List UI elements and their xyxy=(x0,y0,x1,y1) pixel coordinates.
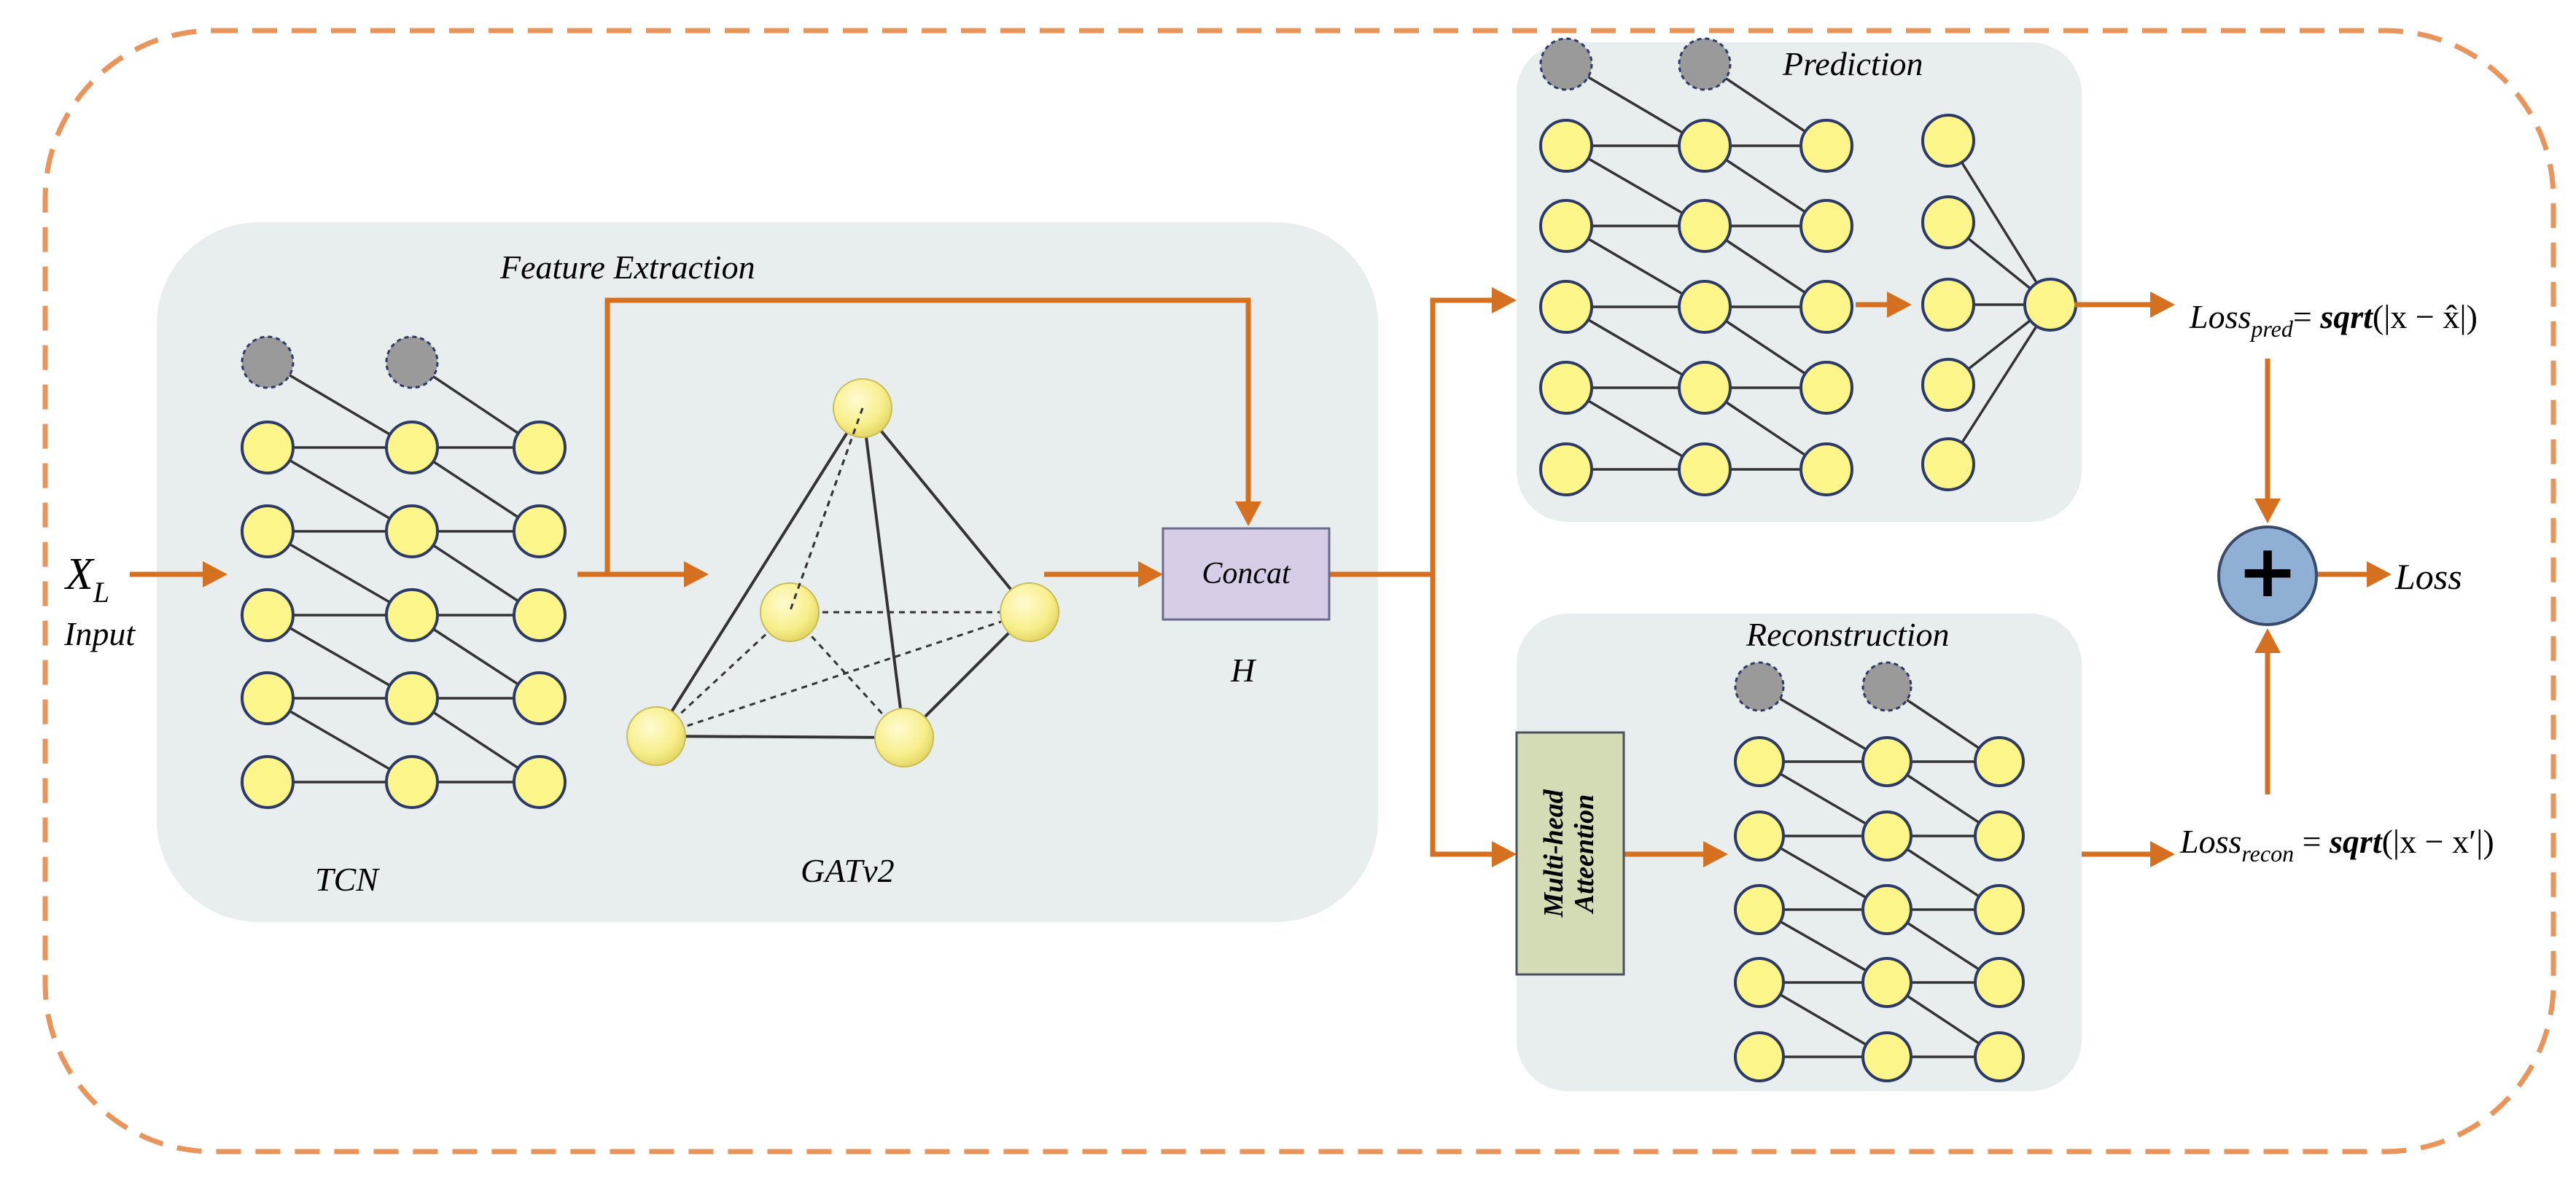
concat-label: Concat xyxy=(1202,557,1291,590)
network-node xyxy=(1678,361,1732,415)
network-node xyxy=(241,755,295,809)
padding-node xyxy=(1861,661,1912,712)
network-node xyxy=(1799,119,1853,173)
network-node xyxy=(1539,119,1593,173)
gat-graph xyxy=(626,378,1059,767)
network-node xyxy=(1539,442,1593,496)
multi-head-attention-box xyxy=(1515,731,1625,976)
network-node xyxy=(1921,114,1975,168)
feature-extraction-title: Feature Extraction xyxy=(499,249,755,286)
network-node xyxy=(513,504,567,558)
network-node xyxy=(1921,195,1975,249)
network-node xyxy=(513,755,567,809)
network-node xyxy=(385,671,439,725)
network-node xyxy=(1861,884,1912,935)
network-node xyxy=(385,504,439,558)
network-node xyxy=(1861,957,1912,1008)
network-node xyxy=(1974,810,2025,861)
prediction-network xyxy=(1539,37,1853,496)
tcn-label: TCN xyxy=(315,861,380,898)
network-node xyxy=(1921,358,1975,412)
network-node xyxy=(385,421,439,474)
padding-node xyxy=(1678,37,1732,91)
input-variable: XL xyxy=(63,550,109,609)
reconstruction-network xyxy=(1734,661,2025,1082)
reconstruction-panel xyxy=(1517,614,2082,1091)
network-node xyxy=(1974,736,2025,787)
tcn-network xyxy=(241,335,567,809)
to-attention-arrow xyxy=(1430,574,1503,857)
gat-label: GATv2 xyxy=(801,852,895,889)
to-prediction-arrow xyxy=(1430,297,1502,574)
network-node xyxy=(385,755,439,809)
network-node xyxy=(1734,884,1785,935)
network-node xyxy=(1799,199,1853,253)
network-node xyxy=(1974,884,2025,935)
padding-node xyxy=(1539,37,1593,91)
network-node xyxy=(1734,736,1785,787)
network-node xyxy=(1861,810,1912,861)
output-node xyxy=(2023,278,2077,332)
network-node xyxy=(1678,119,1732,173)
network-node xyxy=(1678,442,1732,496)
padding-node xyxy=(241,335,295,389)
network-node xyxy=(1799,361,1853,415)
network-node xyxy=(1799,442,1853,496)
network-node xyxy=(241,588,295,642)
reconstruction-title: Reconstruction xyxy=(1746,616,1950,653)
network-node xyxy=(1734,810,1785,861)
loss-recon-formula: Lossrecon = sqrt(|x − x′|) xyxy=(2179,823,2494,867)
network-node xyxy=(513,588,567,642)
plus-icon: + xyxy=(2237,528,2298,614)
network-node xyxy=(1861,1031,1912,1082)
network-node xyxy=(241,671,295,725)
gat-node xyxy=(874,708,934,767)
flow-arrows xyxy=(130,287,2392,867)
network-node xyxy=(1539,199,1593,253)
outer-dashed-border xyxy=(42,28,2556,1154)
network-node xyxy=(1734,1031,1785,1082)
network-node xyxy=(1539,280,1593,334)
h-label: H xyxy=(1230,652,1257,689)
network-node xyxy=(1974,957,2025,1008)
network-node xyxy=(1799,280,1853,334)
padding-node xyxy=(1734,661,1785,712)
prediction-output-layer xyxy=(1921,114,2077,491)
network-node xyxy=(1678,199,1732,253)
network-node xyxy=(1974,1031,2025,1082)
network-node xyxy=(1921,437,1975,491)
gat-node xyxy=(760,582,820,642)
network-node xyxy=(1861,736,1912,787)
network-node xyxy=(1539,361,1593,415)
gat-node xyxy=(1000,582,1059,642)
network-node xyxy=(513,421,567,474)
loss-pred-formula: Losspred= sqrt(|x − x̂|) xyxy=(2189,298,2478,342)
input-label: Input xyxy=(63,615,136,652)
network-node xyxy=(1678,280,1732,334)
mha-label-line1: Multi-head xyxy=(1538,789,1569,918)
network-node xyxy=(1921,278,1975,332)
mha-label-line2: Atteention xyxy=(1569,794,1600,915)
concat-box xyxy=(1161,527,1331,621)
network-node xyxy=(513,671,567,725)
gat-node xyxy=(626,706,686,766)
network-node xyxy=(1734,957,1785,1008)
loss-label: Loss xyxy=(2394,556,2462,597)
network-node xyxy=(241,421,295,474)
prediction-title: Prediction xyxy=(1782,45,1923,82)
network-node xyxy=(241,504,295,558)
padding-node xyxy=(385,335,439,389)
skip-connection-arrow xyxy=(604,297,1251,574)
sum-node xyxy=(2217,525,2318,626)
network-node xyxy=(385,588,439,642)
